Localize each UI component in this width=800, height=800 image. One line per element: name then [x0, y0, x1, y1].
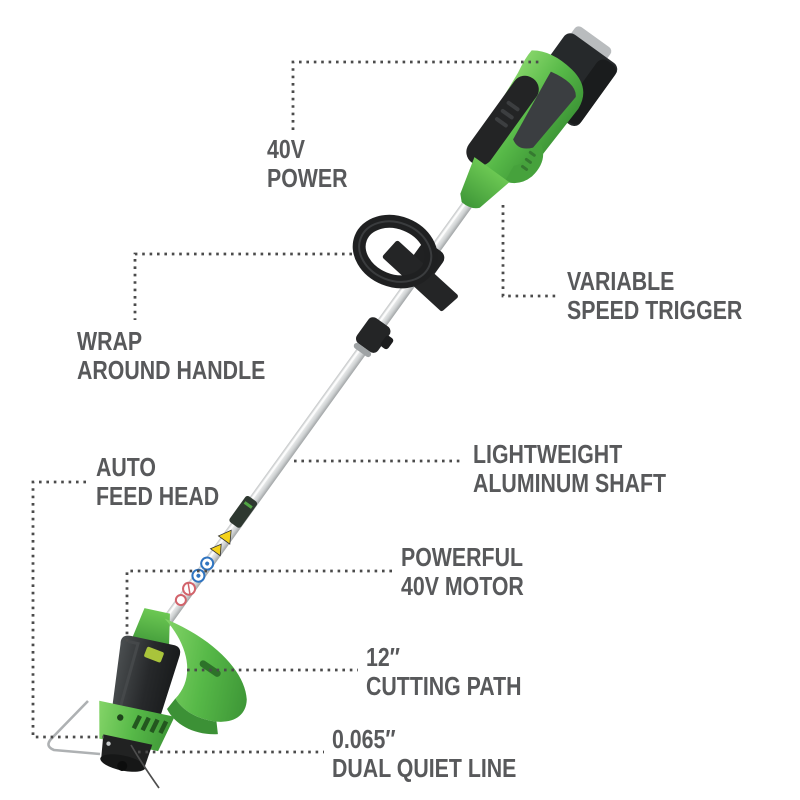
info-circle-dot [196, 573, 201, 578]
callout-lightweight-aluminum-shaft: LIGHTWEIGHT ALUMINUM SHAFT [473, 440, 666, 498]
shaft-decals [174, 495, 258, 607]
head-sticker [144, 646, 164, 663]
callout-line: CUTTING PATH [366, 671, 522, 701]
callout-line: FEED HEAD [96, 481, 220, 511]
housing-top-panel [513, 71, 576, 149]
callout-line: DUAL QUIET LINE [332, 753, 517, 783]
deck-vents [131, 714, 169, 735]
grip-ridge [500, 108, 514, 120]
coupler-ring [353, 342, 372, 358]
grip [466, 75, 539, 166]
callout-line: VARIABLE [567, 266, 675, 296]
connector-auto-feed-head [31, 480, 104, 739]
grip-ridge [494, 117, 508, 128]
bump-knob [117, 760, 128, 771]
connector-powerful-40v-motor [125, 569, 392, 643]
callout-line: LIGHTWEIGHT [473, 439, 623, 469]
callout-auto-feed-head: AUTO FEED HEAD [96, 453, 219, 511]
connector-40v-power [291, 60, 542, 130]
warning-triangle-decal [217, 529, 232, 545]
brand-label [229, 495, 258, 528]
motor-cap-highlight [119, 640, 140, 706]
wire-guard [47, 700, 101, 756]
trimmer-line-string [130, 744, 160, 789]
callout-12in-cutting-path: 12″ CUTTING PATH [366, 643, 522, 701]
brand-label-text [243, 501, 253, 509]
deck-hole [117, 714, 124, 721]
coupler-knob [380, 335, 394, 350]
callout-line: POWER [267, 163, 348, 193]
handle-highlight [358, 220, 433, 283]
trimmer-head [99, 608, 247, 772]
callout-line: WRAP [77, 326, 143, 356]
callout-powerful-40v-motor: POWERFUL 40V MOTOR [401, 543, 524, 601]
guard-skirt [167, 698, 218, 735]
motor-cap [112, 635, 181, 717]
callout-line: 0.065″ [332, 724, 396, 754]
callout-line: SPEED TRIGGER [567, 295, 743, 325]
shaft-collar-top [460, 157, 510, 209]
callout-line: ALUMINUM SHAFT [473, 468, 667, 498]
callout-line: AROUND HANDLE [77, 355, 266, 385]
grip-ridge [506, 100, 520, 112]
callout-40v-power: 40V POWER [267, 135, 348, 193]
info-circle-dot [205, 561, 210, 566]
warning-triangle-decal [209, 543, 222, 557]
connector-variable-speed-trigger [501, 205, 556, 298]
prohibition-decal [174, 594, 187, 607]
callout-variable-speed-trigger: VARIABLE SPEED TRIGGER [567, 267, 742, 325]
callout-line: AUTO [96, 452, 157, 482]
callout-connectors [31, 60, 556, 754]
housing-vents [521, 150, 536, 171]
trimmer-body [147, 26, 618, 646]
callout-dual-quiet-line: 0.065″ DUAL QUIET LINE [332, 725, 516, 783]
callout-line: 40V MOTOR [401, 571, 524, 601]
callout-line: POWERFUL [401, 542, 523, 572]
line-eyelet [106, 741, 111, 746]
callout-line: 40V [267, 134, 305, 164]
guard [164, 618, 247, 722]
connector-wrap-around-handle [133, 252, 352, 320]
callout-wrap-around-handle: WRAP AROUND HANDLE [77, 327, 265, 385]
prohibition-slash [187, 582, 191, 595]
callout-line: 12″ [366, 642, 400, 672]
